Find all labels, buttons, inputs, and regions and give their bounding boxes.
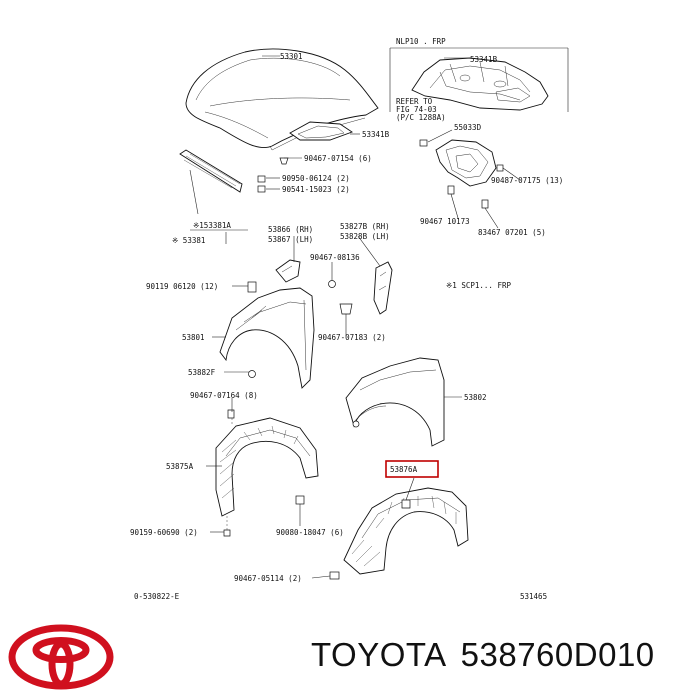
label-fig-num: 531465 xyxy=(520,592,547,601)
label-clip-1: 90467-07154 (6) xyxy=(304,154,372,163)
label-hood-seal: 53341B xyxy=(362,130,390,139)
parts-diagram: 53301 NLP10 . FRP 53341B REFER TO FIG 74… xyxy=(130,37,569,601)
hood-part xyxy=(185,48,379,151)
label-liner-rh: 53827B (RH) xyxy=(340,222,390,231)
label-screw-2: 90080-18047 (6) xyxy=(276,528,344,537)
right-fender-part xyxy=(345,357,445,447)
hood-lower-panel-part xyxy=(411,57,549,111)
hood-seal-strip-part xyxy=(179,149,243,193)
label-fig-code: 0-530822-E xyxy=(134,592,180,601)
label-hood-insulator: 53341B xyxy=(470,55,498,64)
label-clip-7: 90467-08136 xyxy=(310,253,360,262)
label-refer-2: FIG 74-03 xyxy=(396,105,437,114)
label-nlp-frp: NLP10 . FRP xyxy=(396,37,446,46)
label-liner-lh: 53828B (LH) xyxy=(340,232,390,241)
label-fender-rh: 53866 (RH) xyxy=(268,225,313,234)
target-part-highlight xyxy=(385,460,439,478)
brand-name: TOYOTA xyxy=(311,636,447,673)
left-liner-part xyxy=(215,409,319,537)
left-fender-part xyxy=(219,281,315,389)
brand-footer: TOYOTA 538760D010 xyxy=(311,636,669,674)
label-clip-9: 90467-07164 (8) xyxy=(190,391,258,400)
label-clip-3: 90541-15023 (2) xyxy=(282,185,350,194)
label-clip-2: 90950-06124 (2) xyxy=(282,174,350,183)
label-refer-3: (P/C 1288A) xyxy=(396,113,446,122)
label-seal-a: ※153381A xyxy=(193,221,231,230)
label-clip-10: 90467-05114 (2) xyxy=(234,574,302,583)
label-bracket: 55033D xyxy=(454,123,482,132)
label-clip-8: 90467-07183 (2) xyxy=(318,333,386,342)
toyota-logo-icon xyxy=(8,624,114,690)
label-clip-6: 83467 07201 (5) xyxy=(478,228,546,237)
label-seal-b: ※ 53381 xyxy=(172,236,205,245)
fender-bracket-part xyxy=(275,259,393,315)
bracket-part xyxy=(419,139,504,209)
label-fender-lh: 53867 (LH) xyxy=(268,235,313,244)
part-labels: 53301 NLP10 . FRP 53341B REFER TO FIG 74… xyxy=(130,37,563,601)
label-hood: 53301 xyxy=(280,52,303,61)
label-bolt-1: 90119 06120 (12) xyxy=(146,282,218,291)
hood-clips xyxy=(257,157,289,193)
label-liner-right: 53876A xyxy=(390,465,418,474)
label-liner-left: 53875A xyxy=(166,462,194,471)
label-clip-5: 90467 10173 xyxy=(420,217,470,226)
label-fender-left: 53801 xyxy=(182,333,205,342)
label-screw-1: 90159-60690 (2) xyxy=(130,528,198,537)
label-fender-right: 53802 xyxy=(464,393,487,402)
label-seal-f: 53882F xyxy=(188,368,216,377)
label-note-frp: ※1 SCP1... FRP xyxy=(446,281,511,290)
leader-lines xyxy=(189,47,569,579)
hood-insulator-part xyxy=(289,121,353,141)
label-clip-4: 90487-07175 (13) xyxy=(491,176,563,185)
part-number: 538760D010 xyxy=(460,636,655,673)
label-refer-1: REFER TO xyxy=(396,97,433,106)
right-liner-part xyxy=(329,487,469,580)
